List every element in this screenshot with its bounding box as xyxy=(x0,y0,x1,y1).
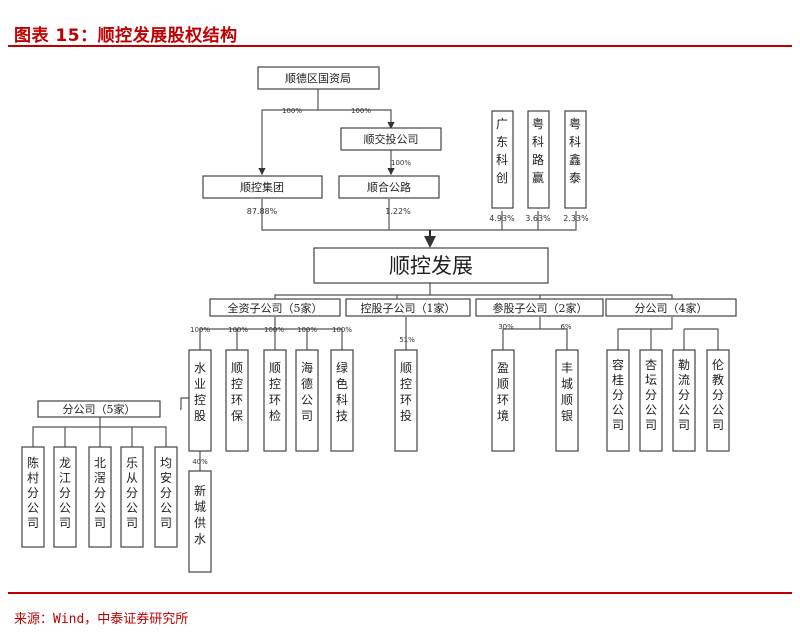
node-ykly: 粤科路赢 xyxy=(527,110,550,209)
node-skjt: 顺控集团 xyxy=(202,175,323,199)
node-skfz: 顺控发展 xyxy=(313,247,549,284)
pct-skjt: 87.88% xyxy=(247,207,278,216)
svg-text:广东科创: 广东科创 xyxy=(496,117,508,185)
svg-text:容桂分公司: 容桂分公司 xyxy=(612,357,624,432)
svg-text:乐从分公司: 乐从分公司 xyxy=(126,456,138,530)
svg-text:绿色科技: 绿色科技 xyxy=(336,360,348,423)
pct-ykxt: 2.33% xyxy=(563,214,589,223)
node-skhj: 顺控环检 xyxy=(263,349,287,452)
node-jafgs: 均安分公司 xyxy=(154,446,178,548)
svg-text:粤科路赢: 粤科路赢 xyxy=(532,116,544,185)
node-fcsy: 丰城顺银 xyxy=(555,349,579,452)
svg-text:粤科鑫泰: 粤科鑫泰 xyxy=(569,116,581,185)
pct-wh2: 100% xyxy=(228,326,248,334)
percent-labels: 100% 100% 100% 87.88% 1.22% 4.93% 3.63% … xyxy=(190,107,589,466)
node-sjtgs: 顺交投公司 xyxy=(340,127,442,151)
node-skht: 顺控环投 xyxy=(394,349,418,452)
node-skhb: 顺控环保 xyxy=(225,349,249,452)
header-rule xyxy=(8,45,792,47)
node-rgfgs: 容桂分公司 xyxy=(606,349,630,452)
svg-text:水业控股: 水业控股 xyxy=(194,361,206,423)
node-shgl: 顺合公路 xyxy=(338,175,440,199)
pct-sjt-shgl: 100% xyxy=(391,159,411,167)
svg-text:北滘分公司: 北滘分公司 xyxy=(94,456,106,530)
node-kgzgs: 控股子公司（1家） xyxy=(345,298,471,317)
svg-text:顺控环投: 顺控环投 xyxy=(400,361,412,423)
svg-text:新城供水: 新城供水 xyxy=(194,483,206,546)
node-qzgs: 全资子公司（5家） xyxy=(209,298,341,317)
node-llfgs: 勒流分公司 xyxy=(672,349,696,452)
node-ljfgs2: 龙江分公司 xyxy=(53,446,77,548)
svg-text:顺交投公司: 顺交投公司 xyxy=(364,132,419,146)
pct-gdkc: 4.93% xyxy=(489,214,515,223)
pct-wh5: 100% xyxy=(332,326,352,334)
svg-text:顺控环检: 顺控环检 xyxy=(269,361,281,423)
pct-sd-sjt: 100% xyxy=(351,107,371,115)
pct-cg1: 30% xyxy=(498,323,514,331)
svg-text:顺合公路: 顺合公路 xyxy=(367,180,411,194)
svg-text:均安分公司: 均安分公司 xyxy=(160,456,172,530)
node-xcgs: 新城供水 xyxy=(188,470,212,573)
svg-text:杏坛分公司: 杏坛分公司 xyxy=(645,358,657,432)
svg-text:控股子公司（1家）: 控股子公司（1家） xyxy=(361,301,456,315)
svg-text:伦教分公司: 伦教分公司 xyxy=(712,357,724,432)
source-note: 来源：Wind，中泰证券研究所 xyxy=(14,612,189,627)
pct-wh1: 100% xyxy=(190,326,210,334)
svg-text:陈村分公司: 陈村分公司 xyxy=(27,455,39,530)
pct-shgl: 1.22% xyxy=(385,207,411,216)
pct-xcgs: 40% xyxy=(192,458,208,466)
node-ykxt: 粤科鑫泰 xyxy=(564,110,587,209)
node-sykg: 水业控股 xyxy=(188,349,212,452)
connectors xyxy=(32,89,719,471)
pct-wh4: 100% xyxy=(297,326,317,334)
footer-rule xyxy=(8,592,792,594)
svg-text:顺控发展: 顺控发展 xyxy=(389,254,473,278)
pct-wh3: 100% xyxy=(264,326,284,334)
node-fgs4: 分公司（4家） xyxy=(605,298,737,317)
svg-text:分公司（4家）: 分公司（4家） xyxy=(635,301,708,315)
node-cgzgs: 参股子公司（2家） xyxy=(475,298,604,317)
node-bjfgs: 北滘分公司 xyxy=(88,446,112,548)
svg-text:全资子公司（5家）: 全资子公司（5家） xyxy=(228,301,323,315)
node-fgs5: 分公司（5家） xyxy=(37,400,161,418)
node-ccfgs: 陈村分公司 xyxy=(21,446,45,548)
svg-text:参股子公司（2家）: 参股子公司（2家） xyxy=(493,301,588,315)
figure-title: 图表 15：顺控发展股权结构 xyxy=(14,26,238,46)
svg-text:顺控环保: 顺控环保 xyxy=(231,361,243,423)
node-ljfgs: 伦教分公司 xyxy=(706,349,730,452)
svg-text:海德公司: 海德公司 xyxy=(301,360,313,423)
node-lcfgs: 乐从分公司 xyxy=(120,446,144,548)
svg-text:分公司（5家）: 分公司（5家） xyxy=(63,402,136,416)
label: 顺德区国资局 xyxy=(285,71,351,85)
pct-sd-skjt: 100% xyxy=(282,107,302,115)
node-ysxj: 盈顺环境 xyxy=(491,349,515,452)
node-xtfgs: 杏坛分公司 xyxy=(639,349,663,452)
svg-text:盈顺环境: 盈顺环境 xyxy=(497,361,509,423)
pct-ykly: 3.63% xyxy=(525,214,551,223)
svg-text:顺控集团: 顺控集团 xyxy=(240,180,284,194)
node-hdgs: 海德公司 xyxy=(295,349,319,452)
node-gdkc: 广东科创 xyxy=(491,110,514,209)
pct-kg: 51% xyxy=(399,336,415,344)
svg-text:勒流分公司: 勒流分公司 xyxy=(678,358,690,432)
svg-text:龙江分公司: 龙江分公司 xyxy=(59,456,71,530)
node-sdgz: 顺德区国资局 xyxy=(257,66,380,90)
svg-text:丰城顺银: 丰城顺银 xyxy=(561,361,573,423)
node-lskj: 绿色科技 xyxy=(330,349,354,452)
pct-cg2: 6% xyxy=(560,323,571,331)
